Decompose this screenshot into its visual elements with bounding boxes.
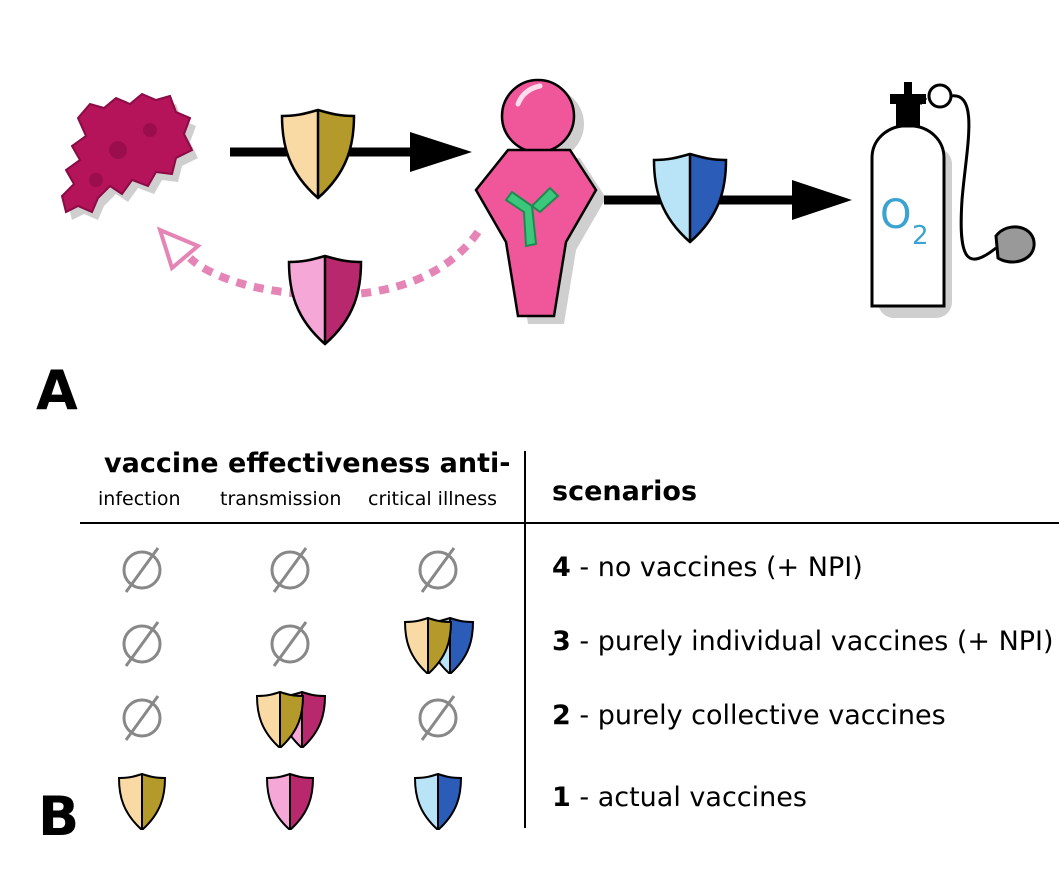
empty-set-icon: [270, 621, 310, 667]
cell-symbol: [122, 621, 162, 667]
cell-symbol: [418, 547, 458, 593]
panel-a-diagram: O 2: [0, 0, 1059, 360]
empty-set-icon: [122, 547, 162, 593]
scenario-text: - purely individual vaccines (+ NPI): [570, 626, 1054, 657]
panel-a-letter: A: [36, 359, 78, 422]
table-column-divider: [524, 451, 526, 828]
table-row-scenario-1: 1 - actual vaccines: [0, 770, 1059, 830]
person-icon: [474, 78, 606, 324]
cell-symbol: [418, 695, 458, 741]
table-cell: [240, 770, 340, 830]
vaccine-effectiveness-title: vaccine effectiveness anti-: [104, 448, 511, 479]
table-cell: [388, 614, 488, 674]
cell-symbol: [255, 690, 327, 748]
cell-symbol: [413, 772, 463, 830]
cell-symbol: [117, 772, 167, 830]
scenario-number: 1: [552, 782, 571, 813]
virus-icon: [60, 92, 198, 220]
column-header-infection: infection: [98, 488, 181, 510]
empty-set-icon: [122, 695, 162, 741]
empty-set-icon: [122, 621, 162, 667]
table-cell: [92, 614, 192, 674]
scenario-label: 1 - actual vaccines: [552, 782, 807, 813]
table-cell: [388, 540, 488, 600]
empty-set-icon: [270, 547, 310, 593]
table-row-scenario-4: 4 - no vaccines (+ NPI): [0, 540, 1059, 600]
cell-symbol: [122, 695, 162, 741]
table-cell: [92, 540, 192, 600]
critical-shield-icon: [413, 772, 463, 830]
scenario-number: 4: [552, 552, 571, 583]
scenario-label: 4 - no vaccines (+ NPI): [552, 552, 863, 583]
table-header-divider: [80, 522, 1059, 524]
oxygen-tank-icon: O 2: [870, 82, 1036, 318]
panel-b-letter: B: [38, 785, 80, 848]
scenario-label: 2 - purely collective vaccines: [552, 700, 946, 731]
table-cell: [92, 688, 192, 748]
table-cell: [388, 688, 488, 748]
column-header-critical-illness: critical illness: [368, 488, 498, 510]
empty-set-icon: [418, 547, 458, 593]
scenarios-title: scenarios: [552, 476, 698, 507]
oxygen-label-subscript: 2: [912, 221, 929, 251]
scenario-text: - actual vaccines: [570, 782, 807, 813]
table-cell: [388, 770, 488, 830]
table-cell: [240, 688, 340, 748]
table-cell: [240, 540, 340, 600]
table-cell: [92, 770, 192, 830]
oxygen-label: O: [880, 192, 911, 238]
empty-set-icon: [418, 695, 458, 741]
critical-illness-arrow: [604, 180, 852, 220]
cell-symbol: [403, 616, 475, 674]
table-cell: [240, 614, 340, 674]
infection-shield-icon: [280, 108, 356, 200]
scenario-number: 3: [552, 626, 571, 657]
transmission-shield-icon: [265, 772, 315, 830]
scenario-text: - purely collective vaccines: [570, 700, 946, 731]
panel-a-svg: O 2: [60, 78, 1036, 346]
table-row-scenario-3: 3 - purely individual vaccines (+ NPI): [0, 614, 1059, 674]
infection-shield-icon: [117, 772, 167, 830]
cell-symbol: [270, 621, 310, 667]
scenario-number: 2: [552, 700, 571, 731]
cell-symbol: [270, 547, 310, 593]
critical-illness-shield-icon: [652, 152, 728, 244]
cell-symbol: [265, 772, 315, 830]
cell-symbol: [122, 547, 162, 593]
scenario-text: - no vaccines (+ NPI): [570, 552, 863, 583]
antibody-icon: [504, 186, 560, 248]
transmission-shield-icon: [287, 254, 363, 346]
table-row-scenario-2: 2 - purely collective vaccines: [0, 688, 1059, 748]
column-header-transmission: transmission: [220, 488, 342, 510]
scenario-label: 3 - purely individual vaccines (+ NPI): [552, 626, 1054, 657]
